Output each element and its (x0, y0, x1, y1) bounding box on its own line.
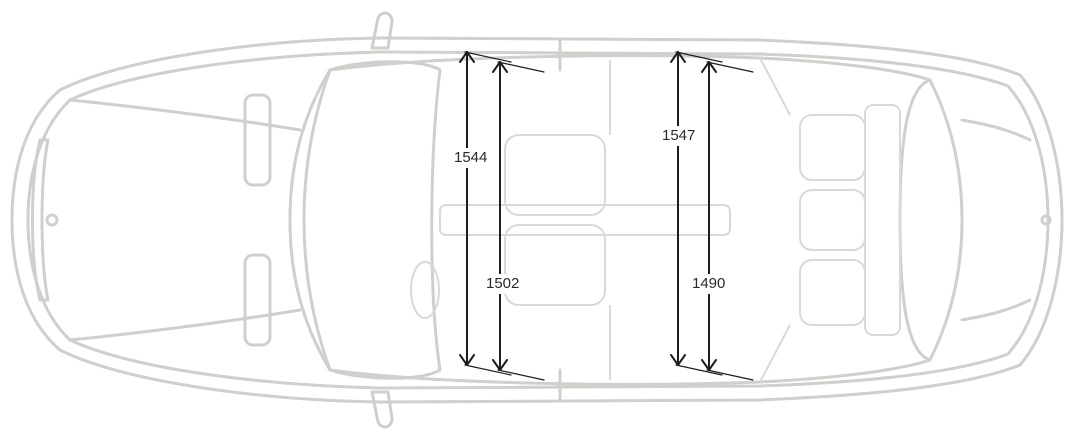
front-seat-right (504, 224, 606, 306)
hood-vent-top (243, 93, 272, 187)
dimension-arrow-1547 (670, 51, 723, 376)
dimension-label-1502: 1502 (484, 274, 522, 294)
hood-vent-bottom (243, 253, 272, 347)
dimension-arrow-1544 (459, 51, 512, 376)
hood-line-top (68, 98, 302, 132)
front-seat-left (504, 134, 606, 216)
center-console (439, 204, 731, 236)
steering-wheel (410, 261, 440, 319)
c-pillar-bottom (759, 324, 791, 383)
grille (31, 138, 50, 302)
rear-bench (864, 104, 901, 336)
rear-emblem (1040, 214, 1052, 226)
rear-seat-center (799, 189, 866, 251)
rear-seat-right (799, 259, 866, 326)
hood-line-bottom (68, 308, 302, 342)
dimension-label-1544: 1544 (452, 148, 490, 168)
front-emblem (45, 213, 59, 227)
trunk-line-bottom (960, 298, 1032, 322)
mirror-left (370, 11, 394, 50)
dimension-label-1490: 1490 (690, 274, 728, 294)
cabin-outline (288, 54, 964, 386)
dimension-arrow-1490 (701, 61, 754, 381)
mirror-right (370, 390, 394, 429)
dimension-arrow-1502 (492, 61, 545, 381)
rear-window (898, 78, 932, 362)
rear-seat-left (799, 114, 866, 181)
windshield (302, 60, 442, 380)
c-pillar-top (759, 57, 791, 116)
dimension-label-1547: 1547 (660, 126, 698, 146)
body-outline (10, 36, 1064, 404)
trunk-line-top (960, 118, 1032, 142)
body-inner-line (26, 50, 1050, 390)
